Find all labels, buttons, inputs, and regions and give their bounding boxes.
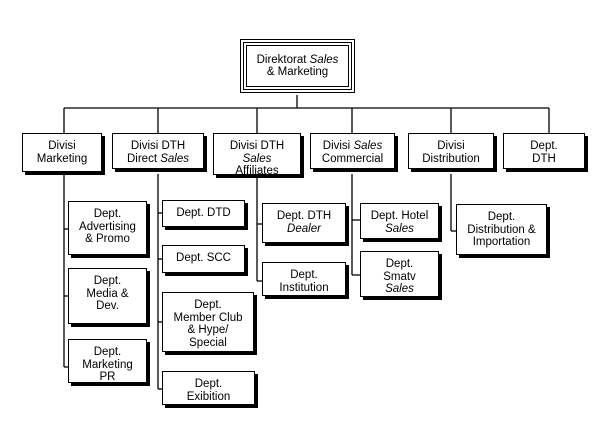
label-line: Dept. [530,140,558,152]
box-divisi-marketing: Divisi Marketing [22,133,102,172]
box-text: Direktorat Sales & Marketing [257,54,339,79]
box-text: Dept. DTH [530,140,558,165]
box-divisi-sales-commercial: Divisi Sales Commercial [310,133,395,169]
label-line: Marketing [36,152,88,165]
box-dept-dtd: Dept. DTD [162,200,245,227]
label-line: Dept. [487,211,516,223]
box-dept-exibition: Dept. Exibition [162,371,255,405]
label-line: Divisi [48,140,76,152]
label-line: Media & [86,287,129,300]
box-text: Dept. DTD [176,207,230,220]
label-line: Smatv [383,270,416,283]
label-line: Sales [242,152,272,165]
label-line: Dept. [93,208,122,220]
box-dept-member-club-hype-special: Dept. Member Club & Hype/ Special [162,292,254,352]
label-line: PR [99,371,116,383]
box-text: Dept. Marketing PR [82,346,133,383]
label-line: Dept. Hotel [370,210,429,222]
label-line: Dept. SCC [176,252,231,264]
box-text: Divisi Sales Commercial [322,140,383,165]
label-line: Distribution & [467,223,536,236]
box-text: Dept. Member Club & Hype/ Special [173,299,242,349]
label-line: Exibition [186,390,231,403]
box-text: Divisi DTH Sales Affiliates [229,140,285,175]
label-line: Importation [472,236,531,248]
box-dept-distribution-importation: Dept. Distribution & Importation [456,204,547,255]
label-line: Dealer [287,222,321,235]
box-text: Dept. Institution [279,269,328,294]
label-line: Dept. DTH [276,210,332,222]
box-direktorat-sales-marketing: Direktorat Sales & Marketing [240,39,355,93]
label-line: Dept. [385,258,414,270]
label-line: Divisi Sales [322,140,383,152]
box-dept-advertising-promo: Dept. Advertising & Promo [68,201,147,255]
label-line: Dev. [96,300,119,312]
label-line: Sales [385,222,414,235]
label-line: Divisi DTH [130,140,186,152]
box-text: Dept. DTH Dealer [277,210,331,235]
label-line: Dept. DTD [176,207,231,219]
label-line: Affiliates [235,165,279,175]
box-text: Dept. Distribution & Importation [467,211,535,249]
label-line: Member Club [173,311,243,324]
label-line: Dept. [194,299,222,311]
label-line: Marketing [82,358,133,371]
box-dept-scc: Dept. SCC [162,245,245,273]
box-text: Dept. SCC [176,252,231,265]
box-text: Dept. Hotel Sales [371,210,429,235]
label-line: Direct Sales [126,152,189,165]
box-dept-smatv-sales: Dept. Smatv Sales [360,251,439,297]
box-dept-dth-dealer: Dept. DTH Dealer [262,203,346,243]
box-text: Dept. Smatv Sales [383,258,416,296]
label-line: Dept. [93,346,122,358]
label-line: & Hype/ [187,324,229,336]
label-line: & Promo [85,233,130,245]
label-line: Divisi DTH [229,140,285,152]
box-dept-hotel-sales: Dept. Hotel Sales [360,203,439,239]
box-text: Dept. Advertising & Promo [79,208,136,246]
label-line: Direktorat Sales [256,53,339,66]
label-line: Commercial [321,152,384,165]
box-divisi-dth-sales-affiliates: Divisi DTH Sales Affiliates [213,133,301,175]
label-line: DTH [532,152,556,165]
box-text: Divisi Distribution [422,140,480,165]
box-text: Divisi Marketing [37,140,88,165]
label-line: Advertising [79,220,136,233]
box-dept-dth: Dept. DTH [503,133,585,169]
box-dept-institution: Dept. Institution [262,262,346,296]
box-text: Dept. Media & Dev. [86,275,128,313]
label-line: Institution [279,281,329,294]
label-line: & Marketing [266,66,329,78]
label-line: Distribution [422,152,480,165]
box-text: Divisi DTH Direct Sales [127,140,189,165]
label-line: Dept. [194,378,223,390]
label-line: Sales [385,283,414,295]
box-dept-media-dev: Dept. Media & Dev. [68,268,147,324]
box-divisi-dth-direct-sales: Divisi DTH Direct Sales [112,133,204,169]
box-text: Dept. Exibition [187,378,230,403]
label-line: Special [189,336,227,349]
label-line: Divisi [437,140,465,152]
box-divisi-distribution: Divisi Distribution [408,133,494,169]
label-line: Dept. [290,269,318,281]
label-line: Dept. [93,275,122,287]
box-dept-marketing-pr: Dept. Marketing PR [68,339,147,383]
